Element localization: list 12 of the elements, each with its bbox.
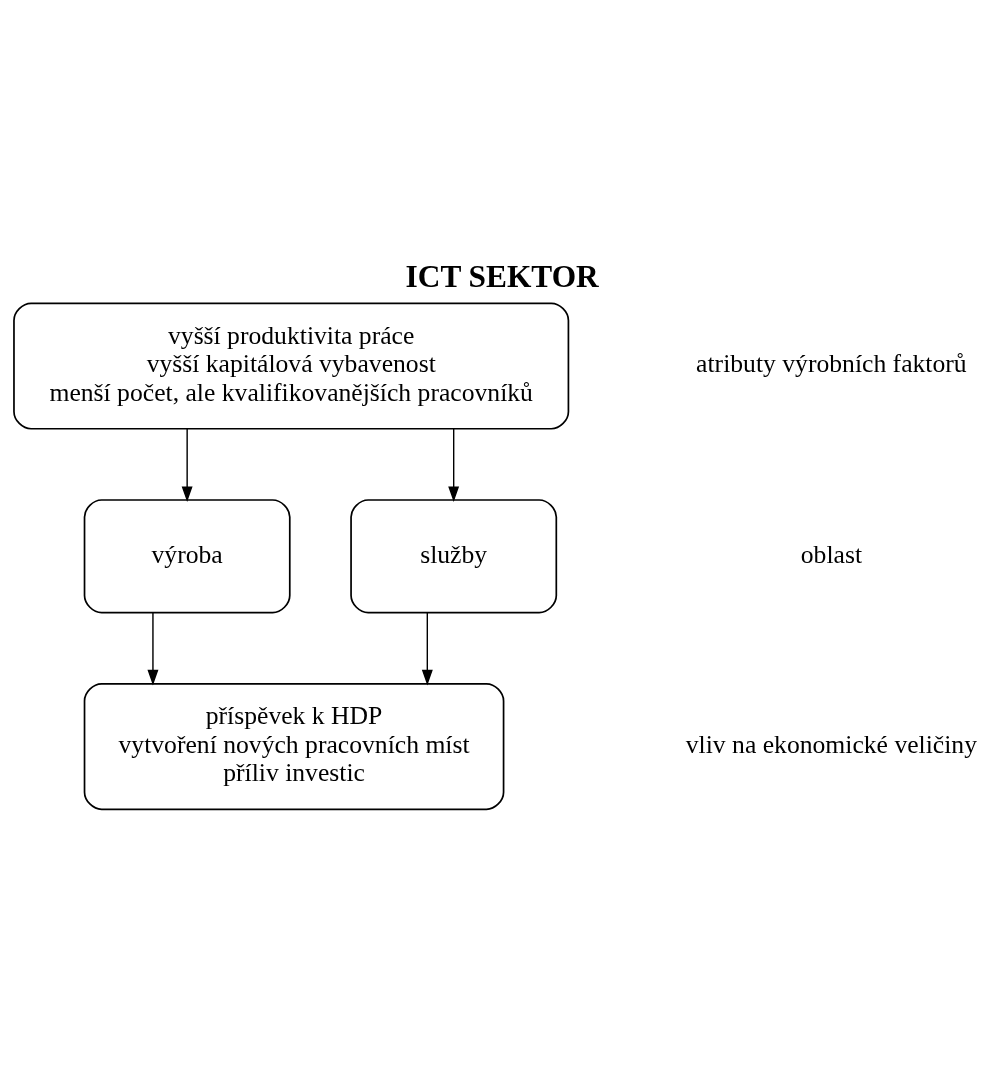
arrow [448, 427, 460, 502]
node-box: příspěvek k HDP vytvoření nových pracovních míst příliv investic [83, 682, 505, 810]
arrow [181, 427, 193, 502]
node-box: vyšší produktivita práce vyšší kapitálová vybavenost menší počet, ale kvalifikovanějších pracovníků [13, 301, 570, 430]
arrow [147, 611, 159, 685]
diagram-title: ICT SEKTOR [405, 258, 599, 294]
label: vliv na ekonomické veličiny [685, 729, 978, 759]
label: oblast [800, 539, 863, 569]
node-box: služby [350, 498, 558, 613]
node-box: výroba [83, 498, 291, 613]
label: atributy výrobních faktorů [696, 348, 967, 378]
arrow [421, 611, 433, 685]
